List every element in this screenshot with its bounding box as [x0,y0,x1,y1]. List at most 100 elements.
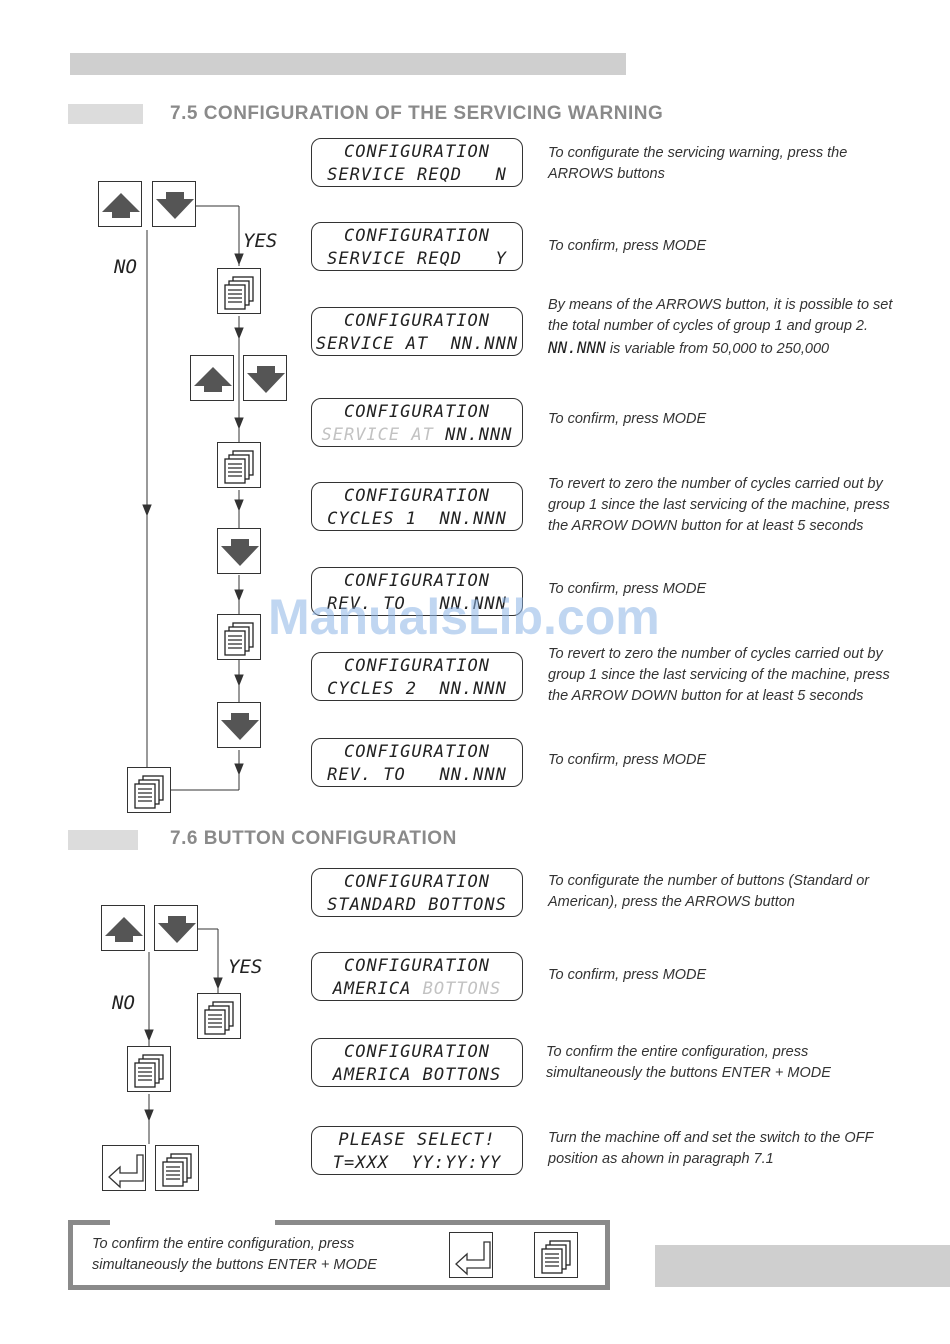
lcd-line-1: CONFIGURATION [343,1042,491,1062]
lcd-line-2: SERVICE AT NN.NNN [315,334,519,354]
lcd-line-1: CONFIGURATION [343,872,491,892]
enter-return-icon [455,1241,491,1276]
note-box-gap [110,1216,275,1226]
section-title-7-6: 7.6 BUTTON CONFIGURATION [170,828,457,849]
lcd-display: CONFIGURATION SERVICE AT NN.NNN [311,398,523,447]
lcd-line-2-value: NN.NNN [445,425,513,445]
mode-button[interactable] [217,442,261,488]
lcd-line-1: CONFIGURATION [343,142,491,162]
lcd-line-2: SERVICE REQD N [327,165,507,185]
range-value: NN.NNN [548,338,606,357]
header-bar [70,53,626,75]
note-box [68,1220,610,1290]
step-description: To confirm, press MODE [548,411,707,427]
arrow-up-icon [194,367,232,392]
lcd-display: CONFIGURATION AMERICA BOTTONS [311,952,523,1001]
section-tab [68,830,138,850]
mode-button[interactable] [197,993,241,1039]
step-description-text: By means of the ARROWS button, it is pos… [548,297,893,334]
enter-button[interactable] [102,1145,146,1191]
mode-button[interactable] [534,1232,578,1278]
section-title-7-5: 7.5 CONFIGURATION OF THE SERVICING WARNI… [170,103,664,124]
lcd-display: CONFIGURATION STANDARD BOTTONS [311,868,523,917]
lcd-line-2: T=XXX YY:YY:YY [332,1153,502,1173]
footer-bar [655,1245,950,1287]
lcd-line-1: CONFIGURATION [343,656,491,676]
lcd-line-2: REV. TO NN.NNN [327,594,507,614]
lcd-line-2-dim: SERVICE AT [321,425,446,445]
mode-button[interactable] [217,614,261,660]
flow-label-yes: YES [228,956,263,978]
arrow-down-icon [247,366,285,393]
step-description: To configurate the number of buttons (St… [548,873,870,910]
arrow-up-button[interactable] [190,355,234,401]
step-description: By means of the ARROWS button, it is pos… [548,295,910,360]
lcd-line-2-value: AMERICA [332,979,423,999]
flow-label-no: NO [112,992,135,1014]
step-description: To configurate the servicing warning, pr… [548,145,848,182]
range-text: is variable from 50,000 to 250,000 [605,341,830,357]
lcd-line-2: CYCLES 2 NN.NNN [327,679,507,699]
step-description: Turn the machine off and set the switch … [548,1130,874,1167]
lcd-display: CONFIGURATION REV. TO NN.NNN [311,567,523,616]
arrow-down-button[interactable] [217,702,261,748]
arrow-up-icon [102,193,140,218]
arrow-down-button[interactable] [217,528,261,574]
step-description: To confirm, press MODE [548,967,707,983]
lcd-display: CONFIGURATION SERVICE REQD N [311,138,523,187]
arrow-up-icon [105,917,143,942]
arrow-down-button[interactable] [243,355,287,401]
mode-pages-icon [224,276,254,310]
step-description: To revert to zero the number of cycles c… [548,476,890,534]
arrow-down-icon [221,713,259,740]
lcd-line-2: AMERICA BOTTONS [332,1065,502,1085]
lcd-display: CONFIGURATION REV. TO NN.NNN [311,738,523,787]
lcd-line-1: CONFIGURATION [343,486,491,506]
arrow-up-button[interactable] [98,181,142,227]
arrow-down-button[interactable] [152,181,196,227]
step-description: To revert to zero the number of cycles c… [548,646,890,704]
watermark: ManualsLib.com [268,589,660,645]
enter-return-icon [108,1154,144,1189]
lcd-display: CONFIGURATION CYCLES 2 NN.NNN [311,652,523,701]
mode-button[interactable] [217,268,261,314]
section-tab [68,104,143,124]
step-description: To confirm, press MODE [548,752,707,768]
lcd-line-2: SERVICE REQD Y [327,249,507,269]
mode-button[interactable] [127,1046,171,1092]
mode-button[interactable] [155,1145,199,1191]
lcd-line-1: CONFIGURATION [343,402,491,422]
lcd-line-2: SERVICE AT NN.NNN [312,425,522,445]
lcd-line-1: CONFIGURATION [343,311,491,331]
lcd-line-2: CYCLES 1 NN.NNN [327,509,507,529]
lcd-line-1: CONFIGURATION [343,956,491,976]
arrow-down-icon [158,916,196,943]
flow-label-no: NO [114,256,137,278]
lcd-display: CONFIGURATION SERVICE REQD Y [311,222,523,271]
mode-pages-icon [134,775,164,809]
step-description: To confirm, press MODE [548,238,707,254]
mode-pages-icon [224,622,254,656]
lcd-display: CONFIGURATION CYCLES 1 NN.NNN [311,482,523,531]
lcd-display: PLEASE SELECT! T=XXX YY:YY:YY [311,1126,523,1175]
arrow-down-button[interactable] [154,905,198,951]
lcd-line-2: STANDARD BOTTONS [327,895,507,915]
flow-label-yes: YES [243,230,278,252]
arrow-up-button[interactable] [101,905,145,951]
mode-button[interactable] [127,767,171,813]
step-description: To confirm, press MODE [548,581,707,597]
arrow-down-icon [221,539,259,566]
lcd-line-1: CONFIGURATION [343,571,491,591]
lcd-line-2-dim: BOTTONS [422,979,502,999]
lcd-line-1: CONFIGURATION [343,226,491,246]
lcd-line-1: CONFIGURATION [343,742,491,762]
step-description: To confirm the entire configuration, pre… [546,1044,831,1081]
mode-pages-icon [541,1240,571,1274]
enter-button[interactable] [449,1232,493,1278]
note-text: To confirm the entire configuration, pre… [92,1236,377,1273]
lcd-line-2: REV. TO NN.NNN [327,765,507,785]
lcd-display: CONFIGURATION SERVICE AT NN.NNN [311,307,523,356]
lcd-display: CONFIGURATION AMERICA BOTTONS [311,1038,523,1087]
mode-pages-icon [204,1001,234,1035]
